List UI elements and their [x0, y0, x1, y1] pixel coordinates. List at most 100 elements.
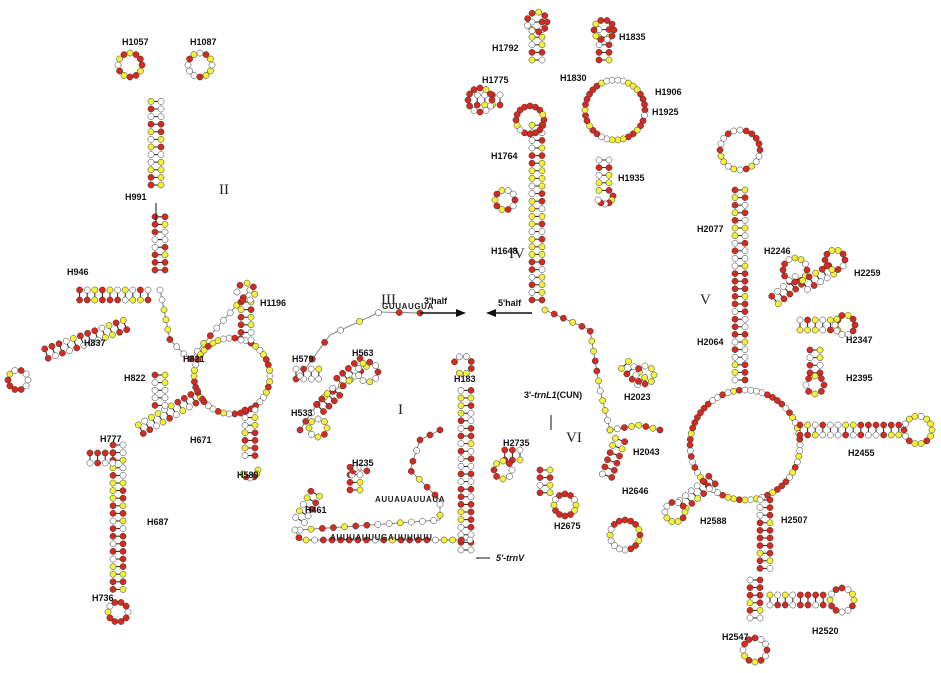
nucleotide [247, 313, 255, 321]
nucleotide [872, 421, 880, 429]
nucleotide [119, 464, 127, 472]
helix-label: H1764 [491, 151, 518, 161]
nucleotide [804, 591, 812, 599]
nucleotide [48, 342, 56, 350]
nucleotide [116, 328, 123, 336]
nucleotide [509, 446, 516, 454]
nucleotide [635, 365, 642, 372]
nucleotide [595, 156, 603, 164]
nucleotide [632, 371, 640, 379]
nucleotide [608, 20, 616, 28]
nucleotide [528, 289, 536, 296]
nucleotide [751, 658, 759, 666]
nucleotide [819, 316, 827, 324]
nucleotide [766, 519, 774, 527]
nucleotide [109, 532, 117, 540]
nucleotide [109, 459, 117, 467]
nucleotide [816, 354, 824, 361]
nucleotide [11, 386, 19, 393]
nucleotide [541, 12, 549, 19]
nucleotide [610, 466, 618, 474]
nucleotide [129, 296, 137, 304]
nucleotide [299, 500, 307, 508]
nucleotide [766, 601, 774, 609]
nucleotide [323, 424, 331, 432]
nucleotide [833, 327, 841, 335]
nucleotide [797, 601, 804, 609]
nucleotide [849, 431, 857, 439]
nucleotide [22, 382, 30, 390]
nucleotides [4, 8, 936, 666]
nucleotide [86, 459, 94, 467]
nucleotide [436, 511, 444, 519]
nucleotide [308, 431, 315, 438]
nucleotide [538, 49, 546, 56]
nucleotide [816, 361, 824, 369]
nucleotide [799, 277, 806, 285]
nucleotide [561, 512, 569, 520]
nucleotide [791, 278, 799, 286]
nucleotide [528, 197, 536, 205]
nucleotide [508, 466, 516, 474]
nucleotide [796, 316, 804, 324]
nucleotide [151, 386, 159, 394]
nucleotide [186, 55, 193, 63]
nucleotide [141, 417, 149, 425]
nucleotide [536, 489, 544, 497]
nucleotide [316, 492, 323, 500]
nucleotide [528, 33, 536, 41]
nucleotide [161, 228, 169, 236]
nucleotide [668, 499, 676, 506]
nucleotide [751, 634, 759, 642]
nucleotide [746, 599, 754, 607]
nucleotide [295, 534, 303, 542]
nucleotide [457, 478, 465, 485]
nucleotide [538, 251, 546, 258]
nucleotide [162, 316, 170, 324]
nucleotide [66, 347, 73, 354]
nucleotide [528, 152, 536, 159]
nucleotide [731, 346, 739, 353]
nucleotide [731, 369, 739, 376]
nucleotide [694, 495, 702, 502]
nucleotide [682, 492, 689, 500]
nucleotide [509, 190, 517, 198]
nucleotide [741, 308, 749, 315]
nucleotide [416, 436, 424, 444]
nucleotide [756, 527, 764, 534]
nucleotide [44, 354, 52, 362]
nucleotide [538, 258, 546, 266]
nucleotide [6, 370, 14, 378]
nucleotide [538, 159, 546, 167]
nucleotide [780, 295, 788, 303]
nucleotide [621, 424, 628, 431]
nucleotide [191, 378, 198, 386]
nucleotide [457, 546, 465, 554]
domain-label-vi: VI [566, 430, 582, 446]
nucleotide [526, 130, 534, 138]
nucleotide [321, 339, 328, 346]
nucleotide [24, 376, 32, 384]
nucleotide [593, 82, 601, 90]
nucleotide [329, 384, 336, 392]
nucleotide [119, 540, 127, 548]
nucleotide [467, 455, 475, 463]
nucleotide [615, 517, 623, 525]
nucleotide [615, 545, 623, 553]
nucleotide [538, 56, 546, 64]
nucleotide [741, 186, 749, 194]
nucleotide [51, 352, 59, 360]
nucleotide [911, 413, 919, 420]
nucleotide [251, 290, 259, 298]
nucleotide [674, 499, 682, 506]
helix-labels: H183 H235 H461 H533 H563 H579 H589 H671 … [67, 32, 881, 642]
nucleotide [506, 473, 513, 480]
nucleotide [648, 365, 655, 372]
nucleotide [11, 367, 19, 374]
helix-label: H2675 [554, 521, 581, 531]
nucleotide [538, 190, 546, 197]
nucleotide [811, 421, 819, 429]
nucleotide [86, 449, 94, 457]
nucleotide [742, 165, 750, 173]
nucleotide [220, 335, 227, 343]
